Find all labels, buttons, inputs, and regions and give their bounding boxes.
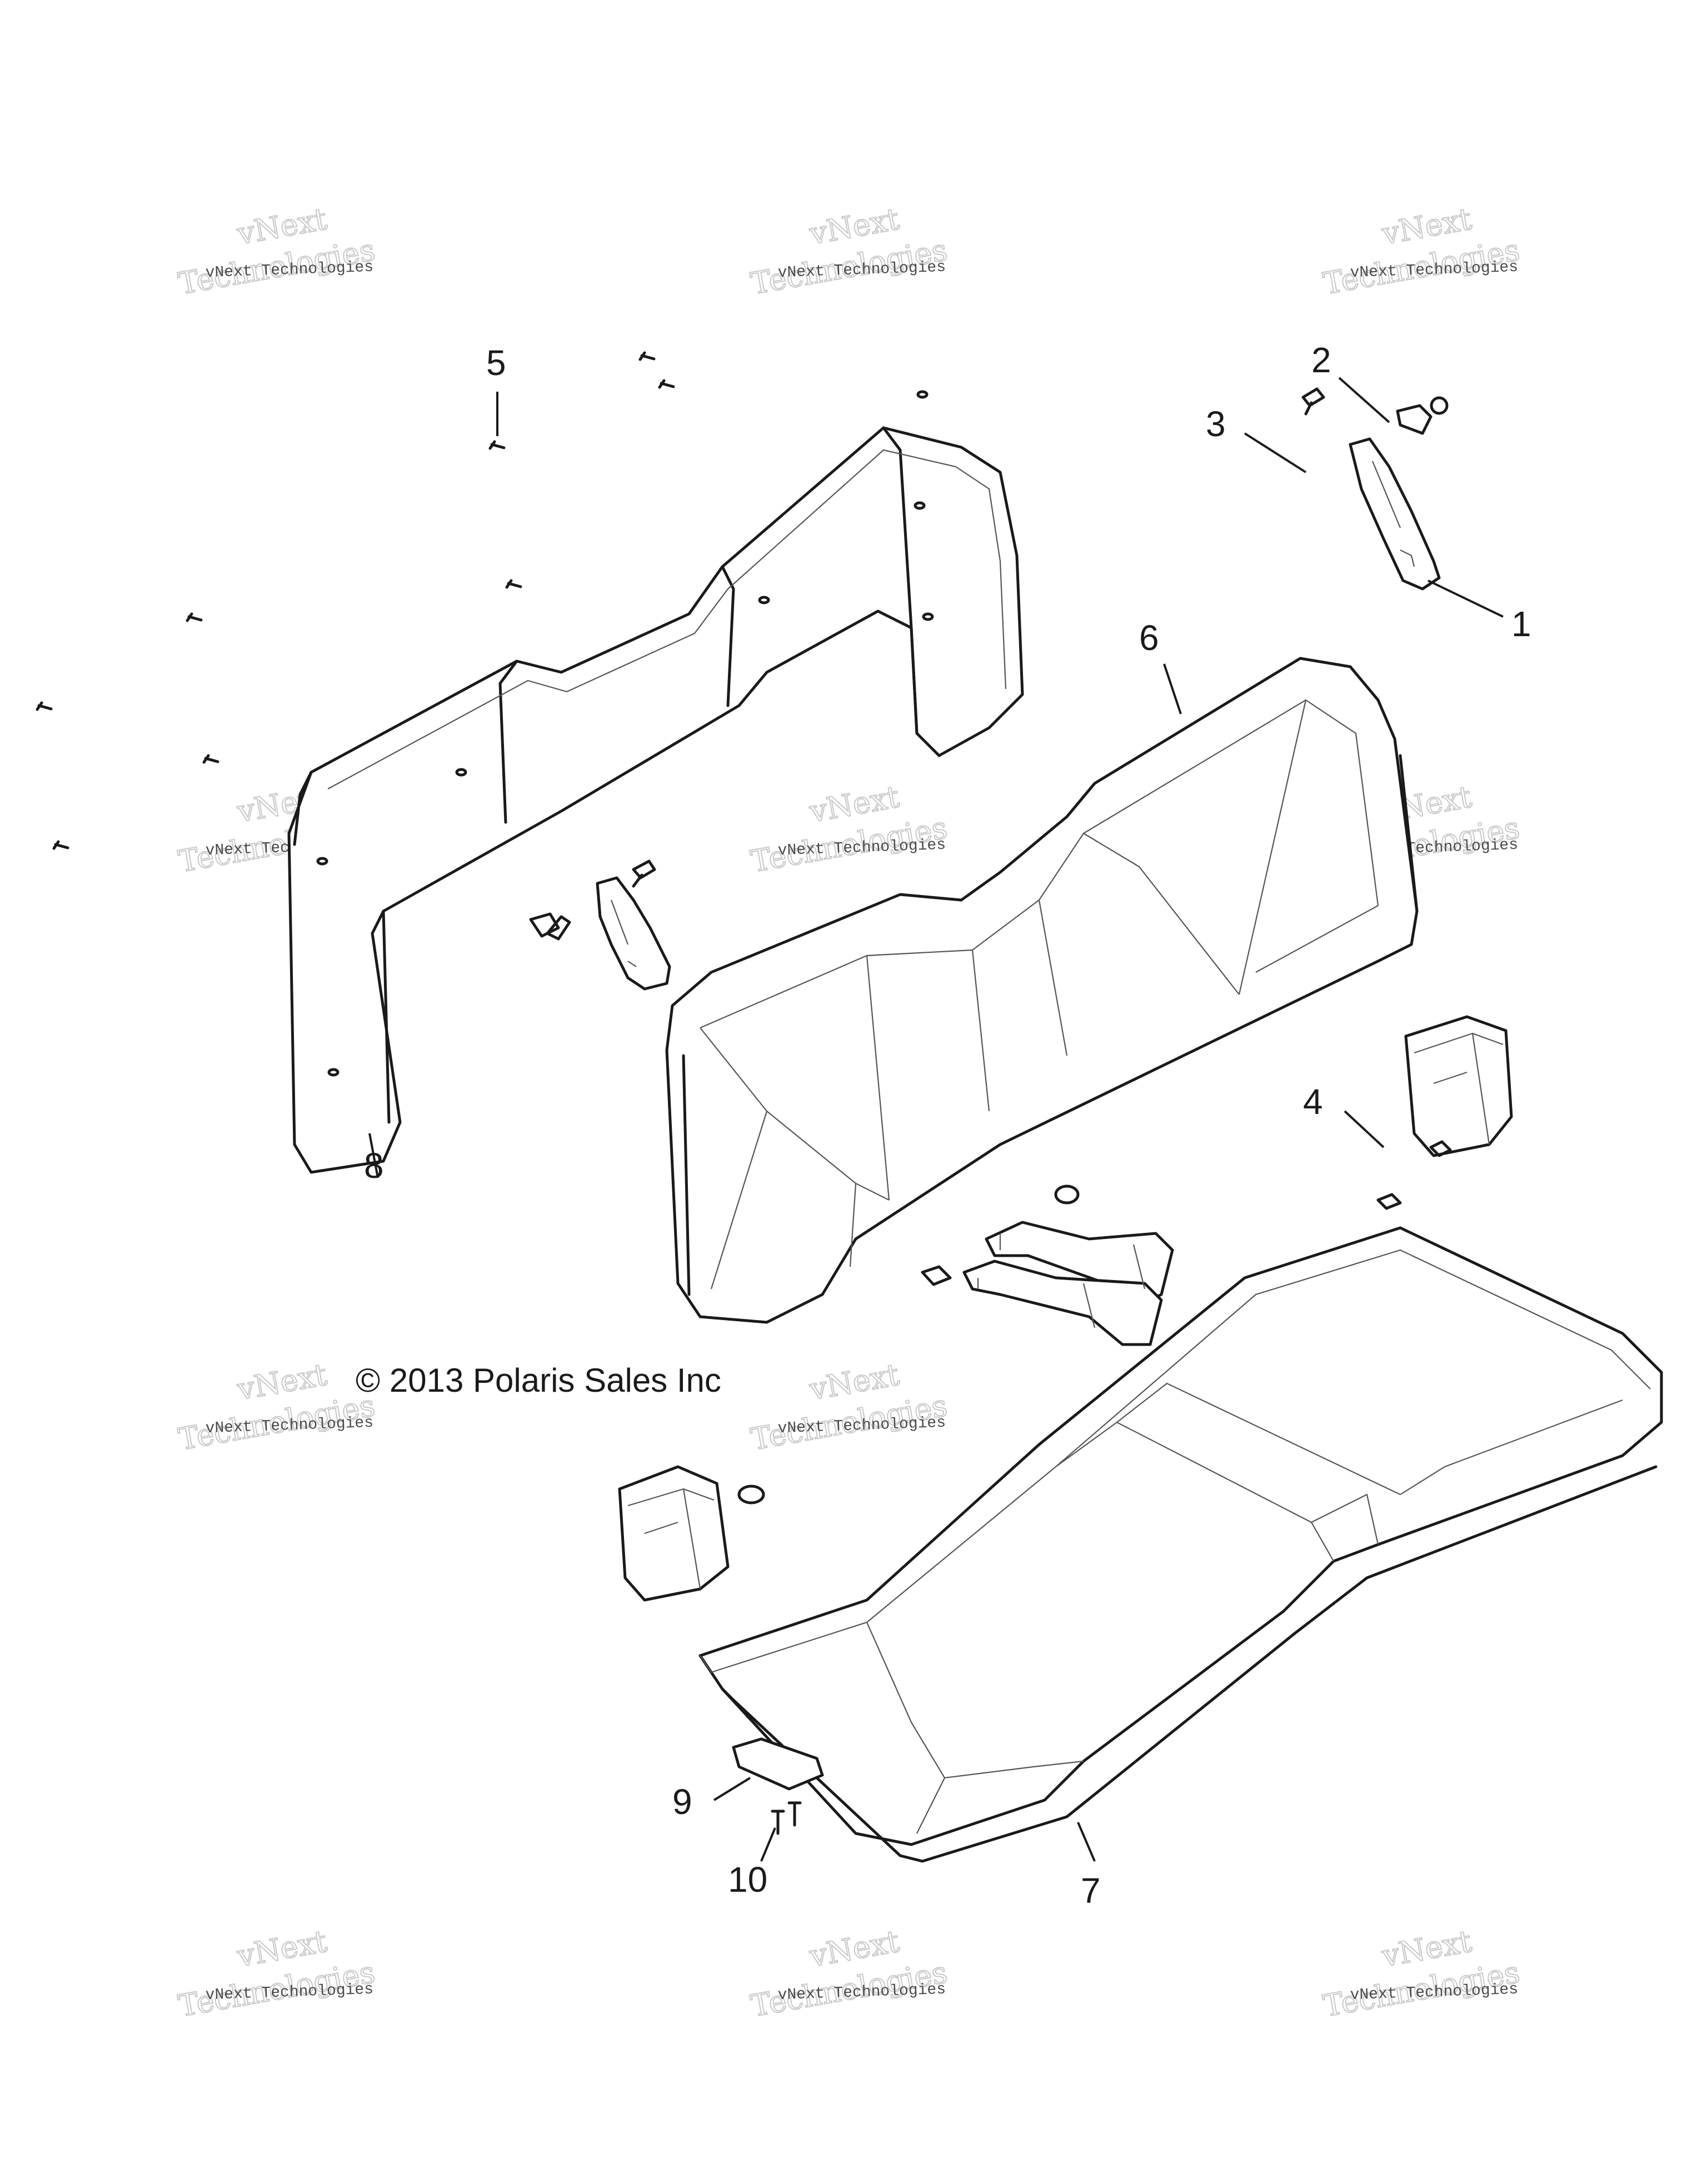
bolt	[1301, 387, 1325, 416]
plate	[732, 1737, 824, 1835]
callout-9: 9	[672, 1782, 692, 1822]
watermark: vNext Technologies vNext Technologies	[176, 1356, 378, 1457]
clip	[546, 915, 571, 941]
buckle-housing-right	[1376, 1015, 1513, 1210]
watermark: vNext Technologies vNext Technologies	[1320, 201, 1523, 302]
callout-3: 3	[1206, 404, 1226, 444]
callout-6: 6	[1139, 618, 1159, 658]
screw	[52, 840, 69, 850]
callout-1: 1	[1511, 604, 1531, 644]
seat-back-panel	[287, 390, 1024, 1174]
callout-4: 4	[1303, 1082, 1323, 1122]
grommet	[1054, 1185, 1080, 1205]
bolt	[632, 859, 656, 888]
watermark: vNext Technologies vNext Technologies	[176, 1923, 378, 2024]
screw	[505, 579, 522, 589]
screw	[186, 612, 203, 622]
callout-8: 8	[364, 1146, 384, 1186]
watermark: vNext Technologies vNext Technologies	[748, 778, 951, 879]
seat-belt-bracket-left	[529, 859, 671, 991]
buckle-housing-left	[618, 1465, 765, 1602]
nut	[1376, 1193, 1402, 1210]
bolt-head	[1430, 396, 1449, 415]
seat-back-cushion	[665, 657, 1419, 1324]
screw	[658, 379, 675, 389]
copyright-text: © 2013 Polaris Sales Inc	[356, 1362, 721, 1399]
screw	[202, 754, 219, 764]
seat-belt-buckles	[921, 1185, 1174, 1346]
callout-2: 2	[1311, 340, 1331, 380]
watermark: vNext Technologies vNext Technologies	[748, 201, 951, 302]
grommet	[737, 1485, 765, 1505]
callout-10: 10	[728, 1860, 767, 1900]
watermark: vNext Technologies vNext Technologies	[748, 1923, 951, 2024]
screws	[36, 351, 675, 850]
watermark: vNext Technologies vNext Technologies	[748, 1356, 951, 1457]
nut	[1429, 1140, 1452, 1157]
callouts: 1 2 3 4 5 6 7 8 9 10	[364, 340, 1531, 1911]
watermark: vNext Technologies vNext Technologies	[1320, 1923, 1523, 2024]
screw	[638, 351, 656, 361]
callout-7: 7	[1081, 1871, 1101, 1911]
nut	[921, 1265, 952, 1286]
callout-5: 5	[486, 343, 506, 383]
screw	[36, 701, 53, 711]
bracket-clip	[1396, 404, 1433, 435]
seat-bottom-cushion	[698, 1226, 1663, 1863]
nut	[529, 912, 560, 938]
screw	[488, 440, 506, 450]
screw	[771, 1810, 785, 1835]
screw	[787, 1801, 802, 1827]
watermark: vNext Technologies vNext Technologies	[176, 201, 378, 302]
seat-belt-bracket	[1301, 387, 1449, 591]
